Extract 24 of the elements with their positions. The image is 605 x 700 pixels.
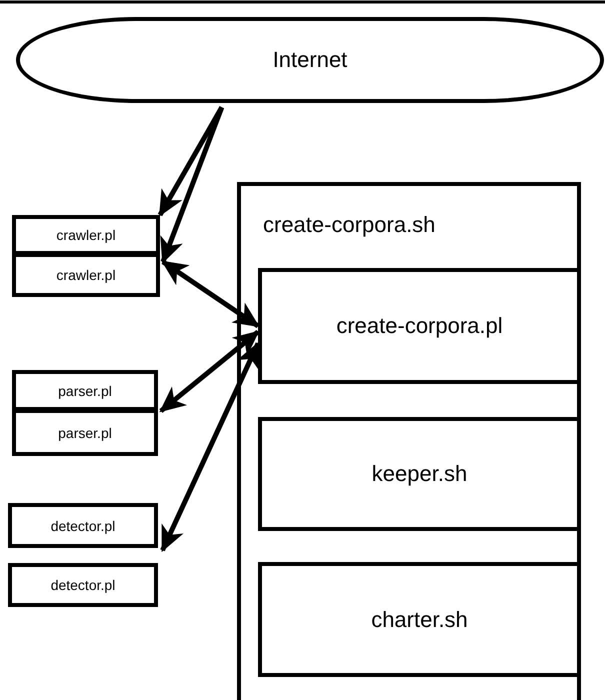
container-box bbox=[237, 182, 581, 700]
script-box bbox=[8, 503, 158, 548]
node-label: crawler.pl bbox=[56, 227, 116, 243]
arrow bbox=[160, 342, 260, 552]
node-label: detector.pl bbox=[50, 518, 116, 534]
node-label: parser.pl bbox=[58, 382, 112, 398]
node-label: create-corpora.sh bbox=[263, 212, 436, 238]
arrow bbox=[161, 260, 260, 328]
script-box bbox=[12, 409, 158, 456]
arrow bbox=[160, 106, 224, 264]
node-label: detector.pl bbox=[50, 577, 116, 593]
script-box bbox=[8, 563, 158, 607]
node-label: charter.sh bbox=[371, 606, 468, 632]
script-box bbox=[12, 253, 160, 297]
node-label: keeper.sh bbox=[372, 461, 468, 487]
script-box bbox=[12, 215, 160, 255]
terminal-shape bbox=[16, 17, 604, 103]
arrow bbox=[159, 330, 260, 413]
script-box bbox=[12, 370, 158, 411]
node-label: parser.pl bbox=[58, 424, 112, 440]
node-label: create-corpora.pl bbox=[336, 313, 503, 339]
arrow bbox=[158, 106, 224, 217]
node-label: crawler.pl bbox=[56, 267, 116, 283]
node-label: Internet bbox=[272, 47, 348, 73]
